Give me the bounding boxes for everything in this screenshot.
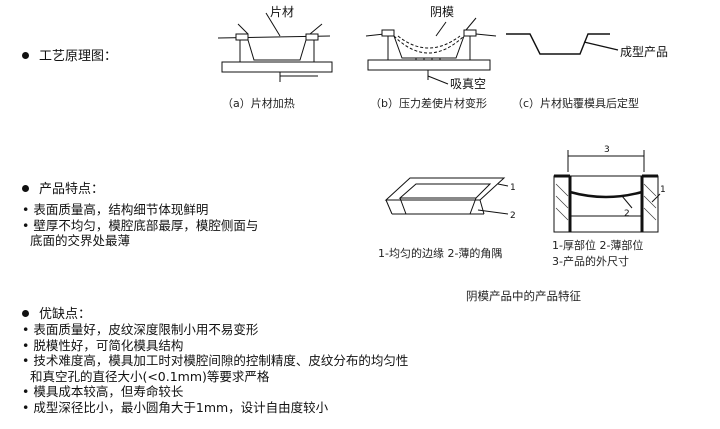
list-item: • 脱模性好，可简化模具结构 (22, 337, 184, 353)
caption-section-1: 1-厚部位 2-薄部位 (552, 239, 644, 252)
bullet-icon (22, 52, 29, 59)
diagram-c: 成型产品 (506, 33, 668, 59)
list-item: 和真空孔的直径大小(<0.1mm)等要求严格 (29, 368, 270, 384)
pros-cons-heading: 优缺点： (22, 303, 91, 322)
label-mold: 阴模 (430, 5, 454, 19)
list-item: • 模具成本较高，但寿命较长 (22, 384, 184, 399)
list-item: • 技术难度高，模具加工时对模腔间隙的控制精度、皮纹分布的均匀性 (22, 353, 409, 368)
tray-num-2: 2 (510, 211, 516, 221)
caption-c: （c）片材贴覆模具后定型 (512, 97, 640, 110)
caption-b: （b）压力差使片材变形 (370, 97, 487, 110)
section-num-3: 3 (604, 145, 610, 155)
bullet-icon (22, 310, 29, 317)
features-heading: 产品特点： (22, 178, 104, 197)
process-heading: 工艺原理图： (22, 45, 117, 64)
diagram-b: 阴模 吸真空 (365, 5, 497, 91)
caption-tray: 1-均匀的边缘 2-薄的角隅 (378, 247, 503, 260)
figure-section: 3 2 1 (553, 145, 666, 233)
label-vacuum: 吸真空 (450, 77, 486, 91)
features-list: • 表面质量高，结构细节体现鲜明 • 壁厚不均匀，模腔底部最厚，模腔侧面与 底面… (22, 202, 258, 249)
caption-a: （a）片材加热 (222, 97, 295, 110)
list-item: • 成型深径比小，最小圆角大于1mm，设计自由度较小 (22, 399, 329, 415)
pros-cons-list: • 表面质量好，皮纹深度限制小用不易变形 • 脱模性好，可简化模具结构 • 技术… (22, 322, 408, 415)
bullet-icon (22, 185, 29, 192)
list-item: • 表面质量高，结构细节体现鲜明 (22, 202, 209, 217)
figure-caption: 阴模产品中的产品特征 (466, 289, 581, 303)
figure-tray: 1 2 (384, 177, 516, 221)
section-num-1: 1 (660, 185, 666, 195)
list-item: 底面的交界处最薄 (29, 233, 130, 248)
label-sheet: 片材 (270, 5, 294, 19)
section-num-2: 2 (624, 209, 630, 219)
label-product: 成型产品 (620, 45, 668, 59)
list-item: • 壁厚不均匀，模腔底部最厚，模腔侧面与 (22, 217, 259, 233)
caption-section-2: 3-产品的外尺寸 (552, 255, 629, 268)
list-item: • 表面质量好，皮纹深度限制小用不易变形 (22, 322, 259, 337)
diagram-a: 片材 (217, 5, 333, 82)
tray-num-1: 1 (510, 183, 516, 193)
